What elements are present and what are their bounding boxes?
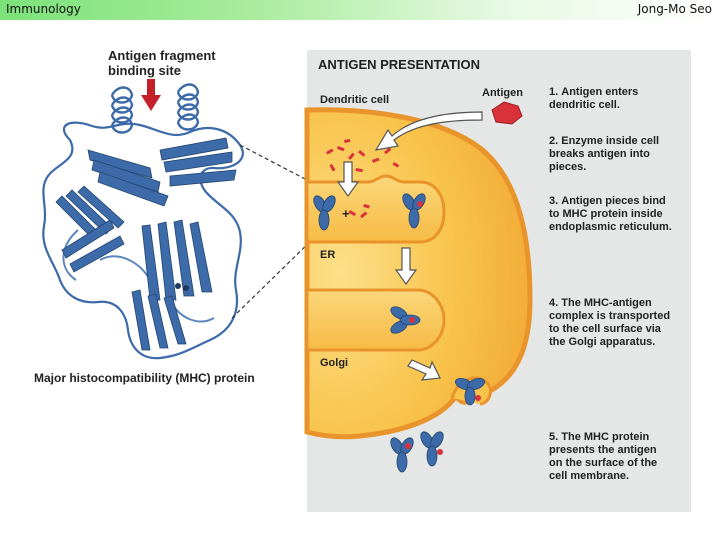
step-5: 5. The MHC protein presents the antigen …	[549, 431, 660, 482]
mhc-protein-structure	[42, 83, 244, 360]
author-name: Jong-Mo Seo	[637, 2, 712, 16]
binding-site-arrow	[141, 79, 161, 111]
step-list: 1. Antigen enters dendritic cell. 2. Enz…	[549, 86, 673, 482]
dendritic-cell-label: Dendritic cell	[320, 94, 389, 106]
step-1: 1. Antigen enters dendritic cell.	[549, 86, 641, 111]
binding-site-label: Antigen fragment	[108, 48, 216, 63]
panel-title: ANTIGEN PRESENTATION	[318, 57, 480, 72]
endoplasmic-reticulum	[305, 174, 446, 352]
slide-header: Immunology Jong-Mo Seo	[0, 0, 720, 20]
plus-sign: +	[342, 206, 350, 221]
antigen-fragments	[326, 138, 400, 219]
step-4: 4. The MHC-antigen complex is transporte…	[549, 297, 673, 348]
process-arrows	[336, 111, 483, 381]
course-title: Immunology	[6, 2, 81, 16]
mhc-protein-icons	[313, 193, 486, 473]
step-2: 2. Enzyme inside cell breaks antigen int…	[549, 135, 662, 173]
bound-antigen-dots	[405, 201, 481, 455]
golgi-label: Golgi	[320, 357, 348, 369]
antigen-molecule	[491, 101, 523, 125]
protein-caption: Major histocompatibility (MHC) protein	[34, 371, 255, 385]
binding-site-label: binding site	[108, 63, 181, 78]
antigen-label: Antigen	[482, 87, 523, 99]
step-3: 3. Antigen pieces bind to MHC protein in…	[549, 195, 672, 233]
er-label: ER	[320, 249, 335, 261]
